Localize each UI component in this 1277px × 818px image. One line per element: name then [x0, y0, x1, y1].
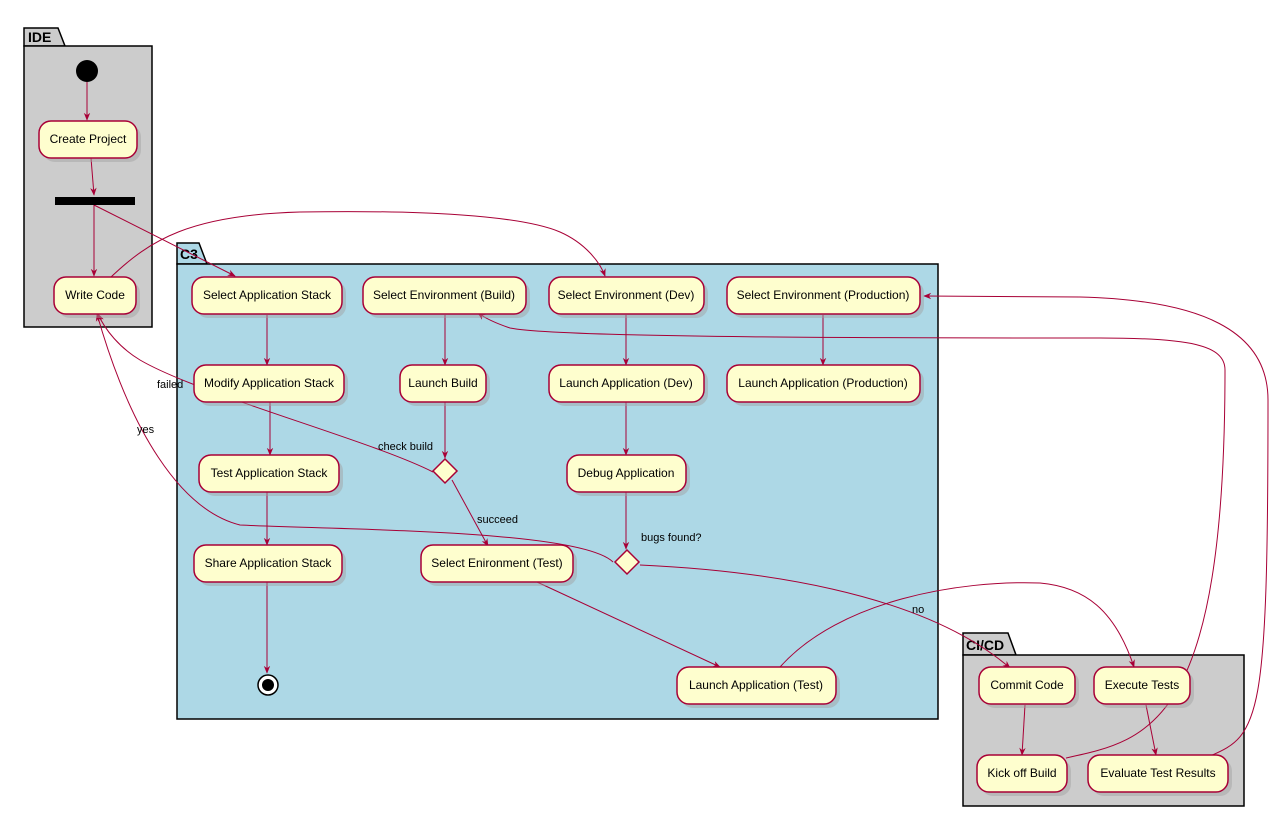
svg-text:Launch Application (Dev): Launch Application (Dev)	[559, 376, 692, 390]
svg-text:Write Code: Write Code	[65, 288, 125, 302]
activity-select-environment-production: Select Environment (Production)	[726, 276, 924, 318]
edge-check-failed	[97, 313, 434, 473]
activity-test-application-stack: Test Application Stack	[198, 454, 343, 496]
activity-select-environment-test: Select Enironment (Test)	[420, 544, 577, 586]
activity-evaluate-test-results: Evaluate Test Results	[1087, 754, 1232, 796]
edge-commit-kickoff	[1019, 704, 1026, 756]
svg-text:Select Environment (Dev): Select Environment (Dev)	[558, 288, 695, 302]
label-succeed: succeed	[477, 514, 518, 526]
svg-text:Launch Application (Production: Launch Application (Production)	[738, 376, 907, 390]
activity-execute-tests: Execute Tests	[1093, 666, 1194, 708]
edge-bugs-yes	[95, 313, 614, 563]
activity-debug-application: Debug Application	[566, 454, 690, 496]
edge-evaluate-selectprod	[923, 292, 1269, 757]
edge-launchtest-execute	[779, 582, 1135, 668]
svg-text:Evaluate Test Results: Evaluate Test Results	[1100, 766, 1215, 780]
svg-text:Execute Tests: Execute Tests	[1105, 678, 1179, 692]
svg-text:Create Project: Create Project	[50, 132, 127, 146]
svg-text:Share Application Stack: Share Application Stack	[205, 556, 333, 570]
edge-bugs-no	[639, 564, 1011, 669]
activity-launch-application-production: Launch Application (Production)	[726, 364, 924, 406]
svg-text:Launch Build: Launch Build	[408, 376, 477, 390]
activity-kick-off-build: Kick off Build	[976, 754, 1071, 796]
decision-bugs-found	[613, 548, 641, 576]
edge-fork-selectstack	[93, 204, 236, 277]
label-yes: yes	[137, 424, 155, 436]
svg-text:Select Enironment (Test): Select Enironment (Test)	[431, 556, 562, 570]
svg-text:Select Application Stack: Select Application Stack	[203, 288, 332, 302]
svg-text:Commit Code: Commit Code	[990, 678, 1064, 692]
activity-commit-code: Commit Code	[978, 666, 1079, 708]
activity-select-application-stack: Select Application Stack	[191, 276, 346, 318]
package-c3-label: C3	[180, 246, 198, 262]
nodes: Create Project Write Code Select Applica…	[38, 60, 1232, 796]
activity-launch-application-dev: Launch Application (Dev)	[548, 364, 708, 406]
svg-text:Select Environment (Production: Select Environment (Production)	[737, 288, 910, 302]
decision-check-build	[431, 457, 459, 485]
edge-labels: check build failed succeed bugs found? y…	[137, 379, 924, 616]
label-failed: failed	[157, 379, 183, 391]
svg-text:Launch Application (Test): Launch Application (Test)	[689, 678, 823, 692]
edge-write-selectdev	[110, 211, 606, 278]
label-bugs-found: bugs found?	[641, 532, 702, 544]
start-node	[76, 60, 98, 82]
activity-modify-application-stack: Modify Application Stack	[193, 364, 348, 406]
svg-text:Kick off Build: Kick off Build	[987, 766, 1056, 780]
edge-execute-evaluate	[1145, 704, 1158, 756]
activity-create-project: Create Project	[38, 120, 141, 162]
svg-text:Modify Application Stack: Modify Application Stack	[204, 376, 335, 390]
activity-launch-build: Launch Build	[399, 364, 490, 406]
edge-create-fork	[90, 157, 97, 196]
fork-bar	[55, 197, 135, 205]
activity-select-environment-dev: Select Environment (Dev)	[548, 276, 708, 318]
svg-text:Debug Application: Debug Application	[578, 466, 675, 480]
svg-text:Test Application Stack: Test Application Stack	[211, 466, 329, 480]
label-no: no	[912, 604, 924, 616]
svg-text:Select Environment (Build): Select Environment (Build)	[373, 288, 515, 302]
activity-share-application-stack: Share Application Stack	[193, 544, 346, 586]
end-node	[257, 674, 279, 696]
package-cicd-label: CI/CD	[966, 637, 1004, 653]
activity-select-environment-build: Select Environment (Build)	[362, 276, 530, 318]
label-check-build: check build	[378, 441, 433, 453]
activity-launch-application-test: Launch Application (Test)	[676, 666, 840, 708]
edge-envtest-launchtest	[536, 581, 721, 668]
activity-write-code: Write Code	[53, 276, 140, 318]
package-ide-label: IDE	[28, 29, 51, 45]
